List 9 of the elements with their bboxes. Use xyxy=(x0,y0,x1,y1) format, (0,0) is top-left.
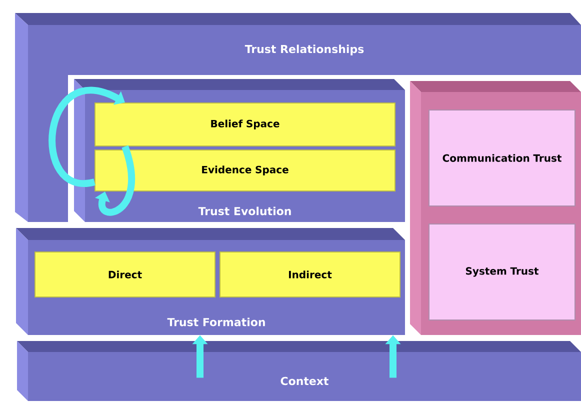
component-box: Direct xyxy=(34,251,216,298)
arrow xyxy=(48,87,125,187)
component-box: Indirect xyxy=(220,251,400,298)
component-box: Evidence Space xyxy=(94,150,396,192)
component-box: Communication Trust xyxy=(428,110,576,206)
layer-slab: Context xyxy=(17,340,581,401)
component-box: Belief Space xyxy=(94,102,396,146)
component-box: System Trust xyxy=(428,223,576,320)
arrow xyxy=(94,146,135,216)
